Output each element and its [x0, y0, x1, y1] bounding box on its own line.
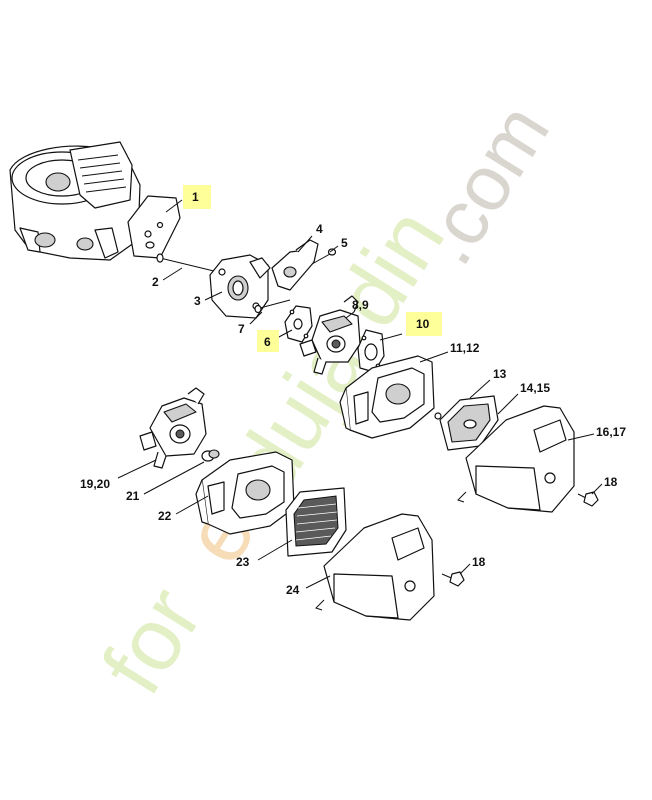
leader-24 — [305, 575, 331, 589]
part-4-bracket[interactable] — [271, 239, 319, 291]
label-1: 1 — [192, 190, 199, 204]
label-13: 13 — [493, 367, 507, 381]
leader-14-15 — [497, 393, 519, 415]
leader-6 — [276, 329, 293, 339]
part-2-screw[interactable] — [156, 253, 219, 273]
part-24-cover[interactable] — [315, 513, 435, 621]
label-14-15: 14,15 — [520, 381, 550, 395]
leader-18-lower — [459, 563, 471, 575]
label-3: 3 — [194, 294, 201, 308]
part-13-filter[interactable] — [434, 395, 499, 451]
leader-23 — [257, 539, 293, 561]
label-2: 2 — [152, 275, 159, 289]
label-21: 21 — [126, 489, 140, 503]
part-8-9-carburettor[interactable] — [299, 295, 361, 375]
label-10: 10 — [416, 317, 430, 331]
part-10-gasket[interactable] — [357, 329, 385, 373]
highlight-10 — [406, 312, 442, 336]
leader-21 — [143, 461, 205, 495]
label-8-9: 8,9 — [352, 298, 369, 312]
part-18-screw-lower[interactable] — [441, 571, 465, 587]
leader-11-12 — [419, 351, 449, 363]
part-21-fitting[interactable] — [201, 449, 220, 462]
part-7-screw[interactable] — [254, 299, 291, 314]
watermark-prefix: for — [82, 571, 220, 711]
part-22-filter-housing[interactable] — [195, 451, 295, 535]
label-6: 6 — [264, 335, 271, 349]
label-19-20: 19,20 — [80, 477, 110, 491]
part-18-screw-right[interactable] — [577, 491, 599, 507]
leader-3 — [204, 291, 223, 301]
leader-2 — [162, 267, 183, 281]
leader-16-17 — [567, 433, 595, 441]
leader-13 — [469, 379, 491, 399]
engine-block — [9, 141, 141, 261]
label-22: 22 — [158, 509, 172, 523]
part-19-20-carburettor[interactable] — [139, 387, 207, 469]
leader-10 — [379, 333, 403, 341]
label-5: 5 — [341, 236, 348, 250]
part-23-filter[interactable] — [285, 487, 347, 557]
leader-5 — [329, 245, 339, 253]
highlight-1 — [183, 185, 211, 209]
highlight-6 — [257, 330, 279, 352]
label-23: 23 — [236, 555, 250, 569]
label-4: 4 — [316, 222, 323, 236]
leader-18-right — [591, 483, 603, 495]
part-6-gasket[interactable] — [284, 305, 313, 343]
label-11-12: 11,12 — [450, 341, 480, 355]
leader-7 — [249, 311, 263, 325]
leader-8-9 — [345, 311, 355, 319]
label-24: 24 — [286, 583, 300, 597]
leader-4 — [297, 235, 313, 253]
label-18-right: 18 — [604, 475, 618, 489]
part-16-17-cover[interactable] — [457, 405, 575, 513]
label-16-17: 16,17 — [596, 425, 626, 439]
label-18-lower: 18 — [472, 555, 486, 569]
leader-22 — [175, 495, 209, 515]
label-7: 7 — [238, 322, 245, 336]
part-11-12-filter-housing[interactable] — [339, 355, 435, 439]
part-5-screw[interactable] — [311, 248, 337, 265]
leader-1 — [165, 199, 183, 213]
leader-19-20 — [117, 459, 157, 479]
part-3-manifold[interactable] — [209, 254, 271, 319]
